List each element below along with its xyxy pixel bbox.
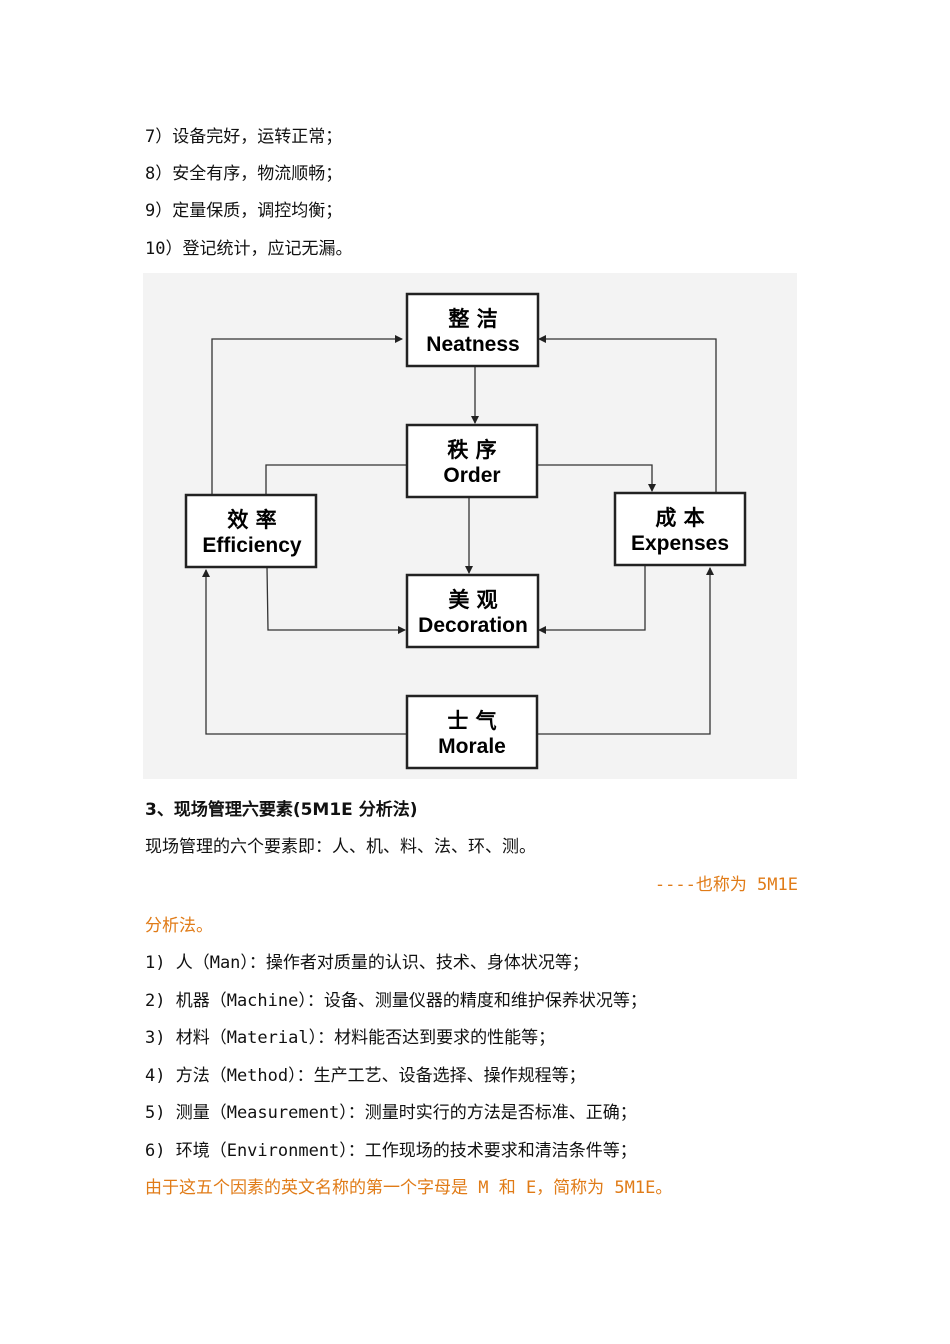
list-item-7: 7）设备完好，运转正常； [145, 127, 343, 147]
node-order-cn: 秩 序 [447, 437, 496, 462]
6s-relationship-diagram: 整 洁 Neatness 秩 序 Order 效 率 Efficiency 成 … [143, 273, 797, 779]
section-summary: 由于这五个因素的英文名称的第一个字母是 M 和 E，简称为 5M1E。 [145, 1178, 673, 1198]
section-heading: 3、现场管理六要素(5M1E 分析法) [145, 800, 418, 820]
node-decoration: 美 观 Decoration [405, 573, 540, 649]
node-expenses-en: Expenses [631, 532, 729, 555]
node-morale: 士 气 Morale [405, 694, 539, 770]
aka-line-2: 分析法。 [145, 916, 213, 936]
node-neatness-cn: 整 洁 [448, 306, 497, 331]
node-order-en: Order [443, 464, 500, 487]
list-item-8: 8）安全有序，物流顺畅； [145, 164, 343, 184]
node-morale-en: Morale [438, 735, 506, 758]
element-item-environment: 6) 环境（Environment）：工作现场的技术要求和清洁条件等； [145, 1141, 637, 1161]
aka-line-1: ----也称为 5M1E [654, 875, 798, 895]
list-item-9: 9）定量保质，调控均衡； [145, 201, 343, 221]
node-efficiency-en: Efficiency [202, 534, 302, 557]
element-item-method: 4) 方法（Method）：生产工艺、设备选择、操作规程等； [145, 1066, 586, 1086]
node-morale-cn: 士 气 [447, 708, 496, 733]
element-item-man: 1) 人（Man）：操作者对质量的认识、技术、身体状况等； [145, 953, 589, 973]
list-item-10: 10）登记统计，应记无漏。 [145, 239, 353, 259]
node-efficiency: 效 率 Efficiency [184, 493, 318, 569]
node-neatness: 整 洁 Neatness [405, 292, 540, 368]
node-decoration-cn: 美 观 [448, 587, 497, 612]
connector-lines [202, 335, 717, 735]
node-decoration-en: Decoration [418, 614, 528, 637]
element-item-material: 3) 材料（Material）：材料能否达到要求的性能等； [145, 1028, 556, 1048]
node-neatness-en: Neatness [426, 333, 519, 356]
element-item-machine: 2) 机器（Machine）：设备、测量仪器的精度和维护保养状况等； [145, 991, 647, 1011]
node-efficiency-cn: 效 率 [227, 507, 276, 532]
element-item-measurement: 5) 测量（Measurement）：测量时实行的方法是否标准、正确； [145, 1103, 637, 1123]
node-expenses-cn: 成 本 [655, 505, 704, 530]
section-intro: 现场管理的六个要素即：人、机、料、法、环、测。 [145, 837, 536, 857]
node-expenses: 成 本 Expenses [613, 491, 747, 567]
node-order: 秩 序 Order [405, 423, 539, 499]
